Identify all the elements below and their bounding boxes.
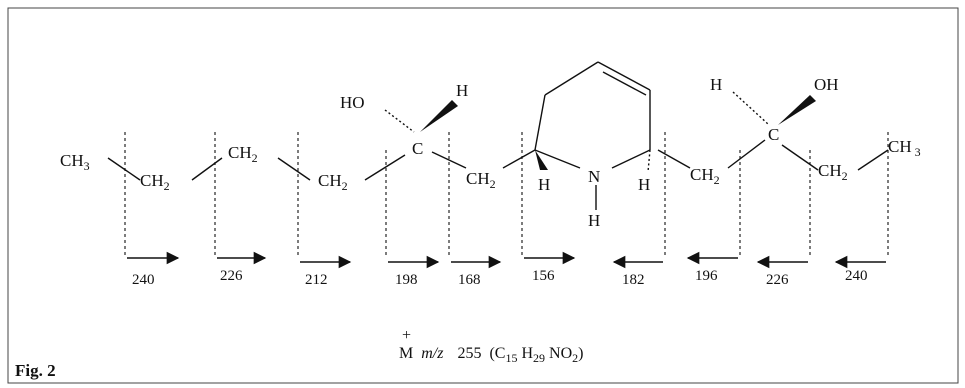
bond-c2-c3	[191, 157, 223, 181]
bond-c9-c10	[781, 144, 819, 171]
ring-bond-6	[534, 149, 581, 169]
ring-hydrogen-right-label: H	[638, 175, 650, 194]
hydrogen-right-label: H	[710, 75, 722, 94]
ring-hydrogen-left-label: H	[538, 175, 550, 194]
carbon-left-label: C	[412, 139, 423, 158]
bond-c1-c2	[107, 157, 141, 181]
fragment-label: 240	[845, 268, 868, 284]
fragment-arrows	[127, 251, 886, 269]
hashed-bond-h	[732, 91, 769, 125]
hydroxyl-right-label: OH	[814, 75, 839, 94]
ch2-label-4: CH2	[466, 169, 496, 191]
ring-bond-2	[544, 61, 599, 96]
ring-bond-1	[534, 94, 546, 151]
bond-c4-c5	[364, 154, 406, 181]
carbon-right-label: C	[768, 125, 779, 144]
ring-double-bond	[602, 71, 647, 96]
ch3-right-label: CH 3	[888, 137, 921, 159]
fragment-label: 212	[305, 272, 328, 288]
bond-c6-ring	[502, 149, 536, 169]
fragment-label: 156	[532, 268, 555, 284]
molecular-ion-formula: + M m/z 255 (C15 H29 NO2)	[399, 327, 583, 365]
carbon-chain-bonds	[107, 139, 889, 181]
ch2-label-3: CH2	[318, 171, 348, 193]
ring-bond-5	[611, 149, 651, 169]
bond-c10-c11	[857, 149, 889, 171]
figure-caption: Fig. 2	[15, 361, 56, 380]
bond-c3-c4	[277, 157, 311, 181]
bond-c5-c6	[431, 151, 467, 169]
fragment-label: 182	[622, 272, 645, 288]
ch2-label-2: CH2	[228, 143, 258, 165]
fragment-label: 226	[766, 272, 789, 288]
ring-bond-3	[597, 61, 651, 91]
piperidine-ring	[534, 61, 651, 210]
hydrogen-left-label: H	[456, 81, 468, 100]
left-stereocenter	[384, 100, 458, 133]
fragment-labels: 240 226 212 198 168 156 182 196 226 240	[132, 268, 868, 288]
ch2-label-1: CH2	[140, 171, 170, 193]
hydroxyl-left-label: HO	[340, 93, 365, 112]
right-stereocenter	[732, 91, 816, 125]
wedge-bond-oh	[778, 95, 816, 125]
ch3-left-label: CH3	[60, 151, 90, 173]
fragment-label: 240	[132, 272, 155, 288]
fragment-label: 226	[220, 268, 243, 284]
nh-hydrogen-label: H	[588, 211, 600, 230]
cleavage-lines	[124, 132, 889, 258]
nitrogen-label: N	[588, 167, 600, 186]
fragment-label: 198	[395, 272, 418, 288]
ion-plus-sign: +	[402, 327, 411, 344]
fragment-label: 168	[458, 272, 481, 288]
bond-ring-c8	[657, 149, 691, 169]
figure-frame	[7, 7, 959, 384]
ch2-label-5: CH2	[690, 165, 720, 187]
bond-c8-c9	[727, 139, 766, 169]
hashed-bond-oh	[384, 109, 415, 133]
ion-formula-line: M m/z 255 (C15 H29 NO2)	[399, 345, 583, 365]
ch2-label-6: CH2	[818, 161, 848, 183]
wedge-bond-ring-h	[535, 150, 548, 170]
fragment-label: 196	[695, 268, 718, 284]
wedge-bond-h	[420, 100, 458, 132]
hashed-bond-ring-h	[647, 149, 651, 173]
